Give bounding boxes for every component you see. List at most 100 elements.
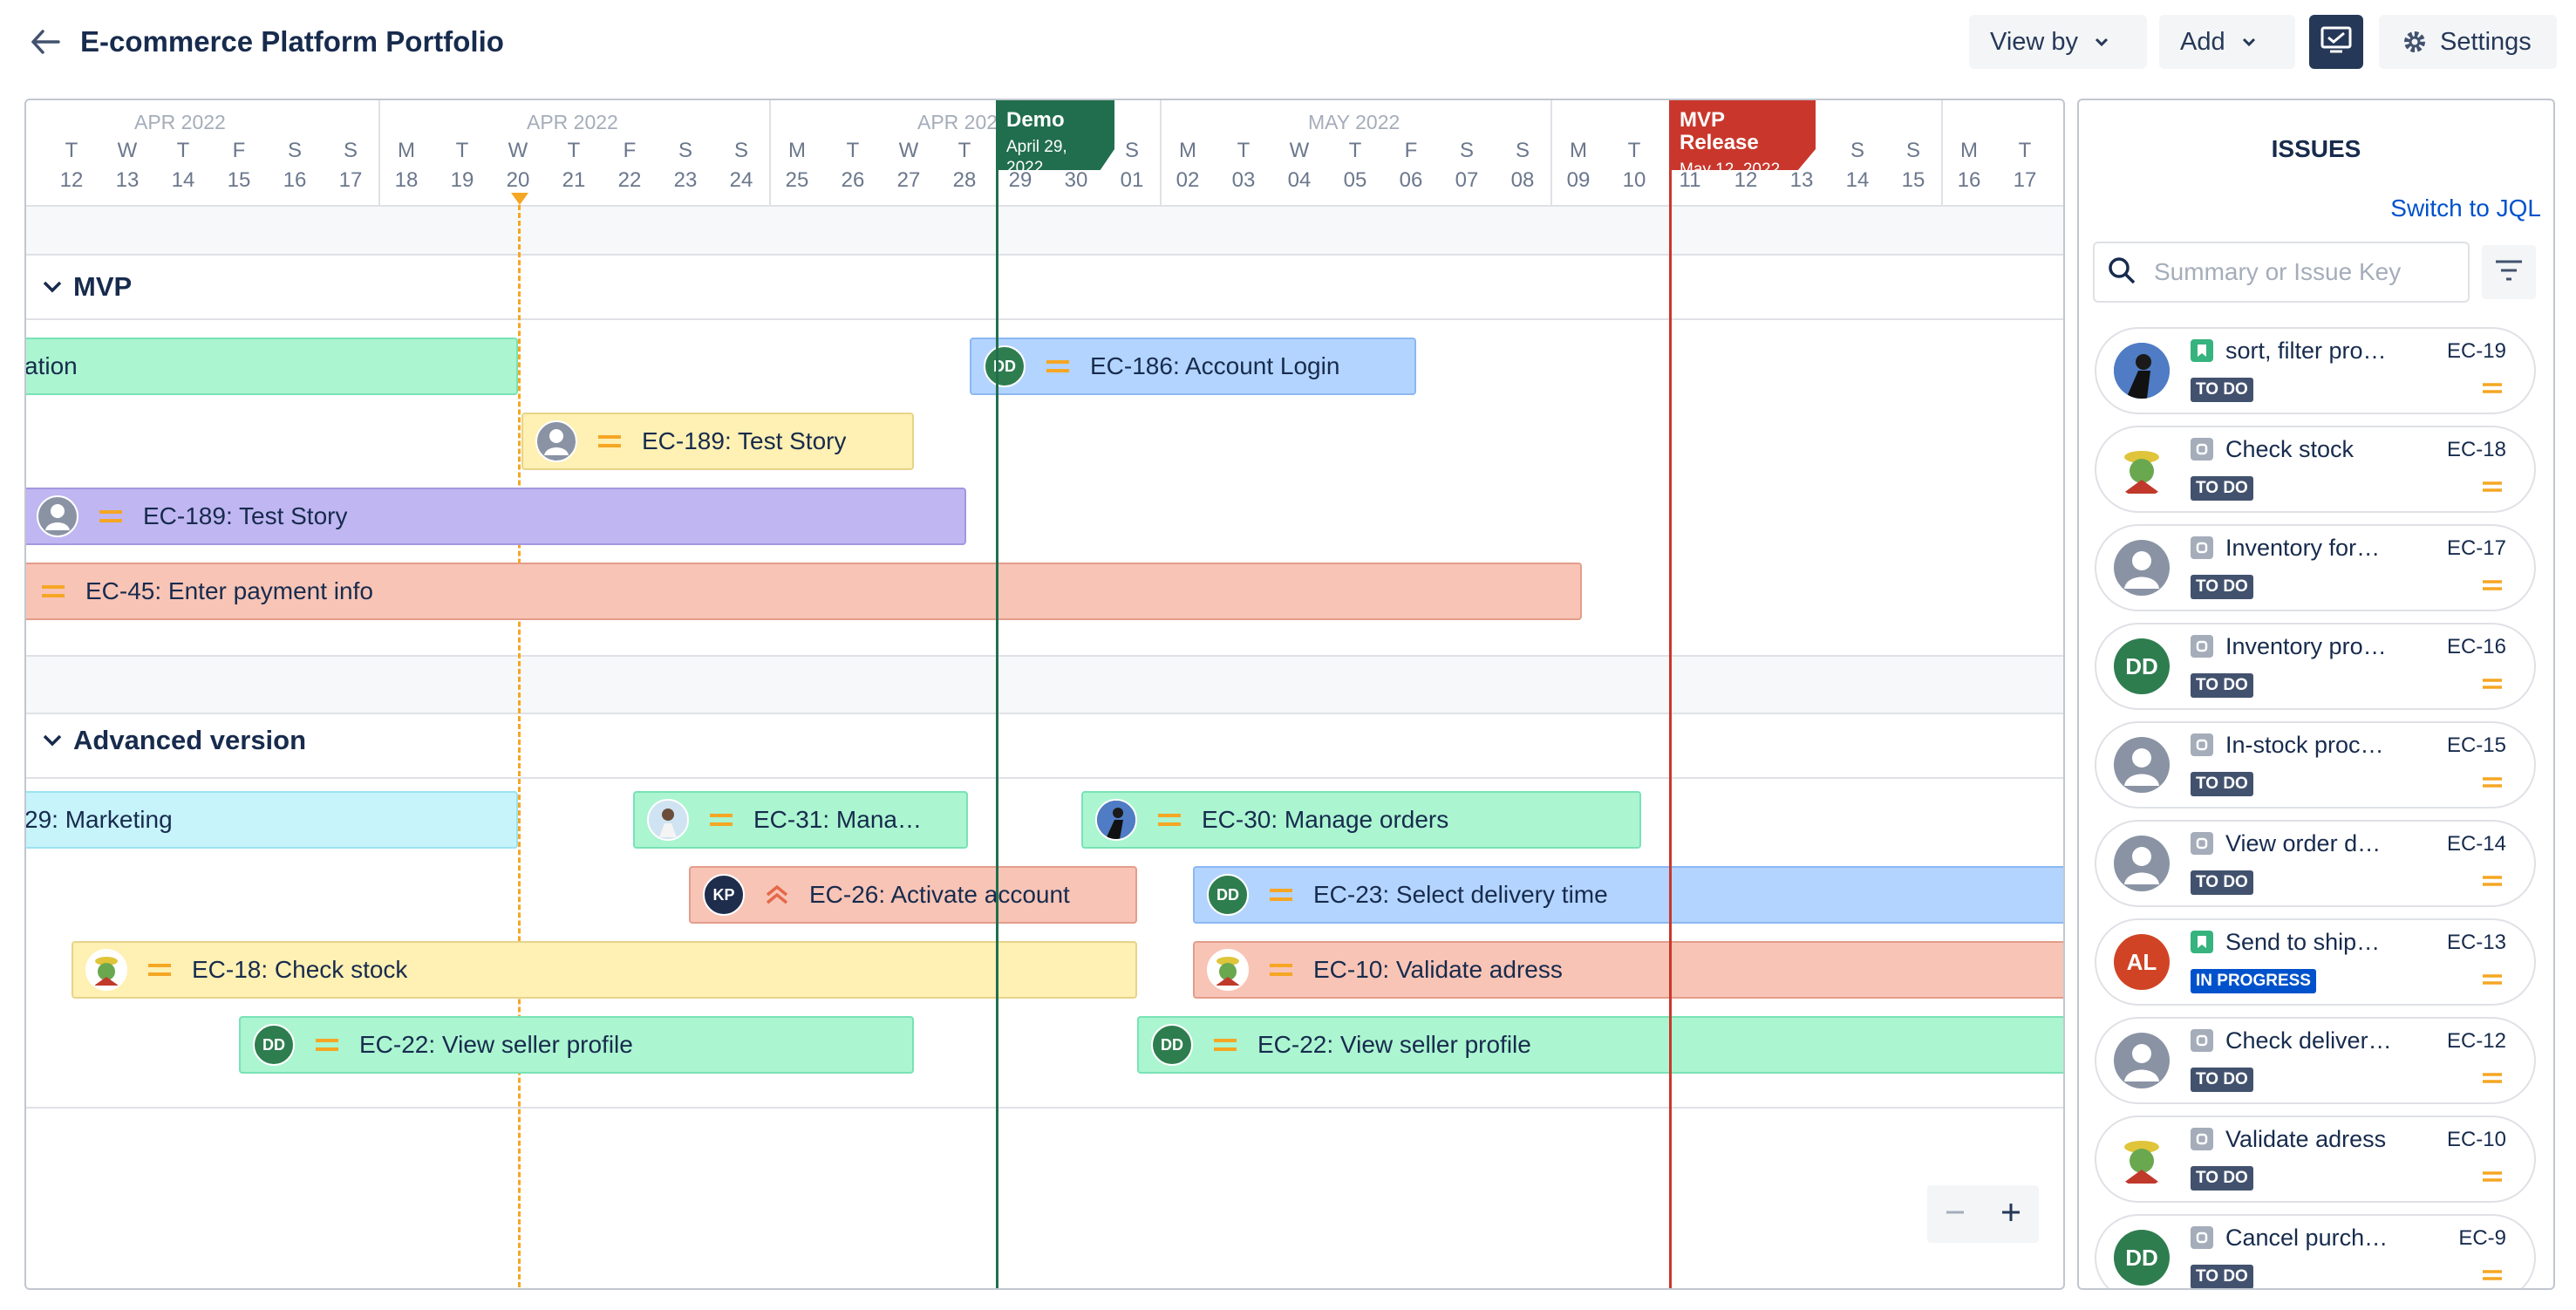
avatar: AL (2114, 934, 2170, 990)
timeline-bar[interactable]: EC-189: Test Story (521, 413, 914, 470)
default-avatar-icon (2114, 737, 2170, 793)
timeline-bar[interactable]: EC-18: Check stock (72, 941, 1137, 999)
status-badge: TO DO (2191, 1166, 2253, 1191)
timeline-bar[interactable]: DD EC-22: View seller profile (1137, 1016, 2063, 1074)
issue-key: EC-14 (2446, 832, 2506, 856)
bar-label: EC-23: Select delivery time (1313, 881, 1608, 908)
mvp-marker-flag[interactable]: MVP Release May 12, 2022 (1669, 100, 1816, 170)
priority-medium-icon (2482, 775, 2503, 794)
day-letter: T (2018, 139, 2032, 162)
timeline-bar[interactable]: KP EC-26: Activate account (689, 866, 1137, 924)
zoom-out-button[interactable] (1927, 1185, 1983, 1243)
timeline-bar[interactable]: EC-45: Enter payment info (26, 563, 1582, 620)
status-badge: IN PROGRESS (2191, 969, 2316, 993)
timeline-bar[interactable]: EC-31: Mana… (633, 791, 968, 849)
zoom-in-button[interactable] (1983, 1185, 2039, 1243)
bar-label: EC-22: View seller profile (1257, 1031, 1531, 1058)
priority-medium-icon (147, 961, 173, 979)
timeline-bar[interactable]: ation (26, 338, 518, 395)
issue-key: EC-9 (2458, 1226, 2506, 1250)
timeline-bar[interactable]: EC-189: Test Story (26, 488, 966, 545)
month-label: APR 2022 (527, 111, 618, 133)
search-box[interactable] (2093, 242, 2470, 303)
status-badge: TO DO (2191, 772, 2253, 796)
bar-label: EC-18: Check stock (192, 956, 408, 983)
add-button[interactable]: Add (2159, 15, 2295, 69)
monitor-icon (2320, 25, 2353, 59)
week-separator (378, 100, 380, 205)
avatar: DD (253, 1024, 295, 1066)
priority-medium-icon (1268, 886, 1294, 904)
photo-avatar-icon (1095, 799, 1137, 841)
month-label: MAY 2022 (1308, 111, 1400, 133)
day-letter: M (1179, 139, 1196, 162)
week-separator (769, 100, 771, 205)
day-number: 07 (1455, 168, 1479, 192)
gear-icon (2402, 29, 2428, 55)
timeline-bar[interactable]: DD EC-22: View seller profile (239, 1016, 914, 1074)
timeline-bar[interactable]: EC-30: Manage orders (1081, 791, 1641, 849)
day-letter: T (567, 139, 581, 162)
priority-medium-icon (2482, 1170, 2503, 1188)
priority-medium-icon (40, 583, 66, 600)
priority-high-icon (764, 884, 790, 905)
settings-label: Settings (2440, 27, 2532, 56)
priority-medium-icon (2482, 578, 2503, 597)
timeline-bar[interactable]: EC-10: Validate adress (1193, 941, 2063, 999)
day-letter: W (1289, 139, 1310, 162)
priority-medium-icon (1045, 358, 1071, 375)
day-letter: T (1627, 139, 1641, 162)
week-separator (1941, 100, 1943, 205)
avatar: DD (1151, 1024, 1193, 1066)
group-header-advanced[interactable]: Advanced version (42, 725, 306, 756)
day-number: 01 (1120, 168, 1144, 192)
priority-medium-icon (2482, 381, 2503, 399)
day-letter: S (1905, 139, 1920, 162)
timeline-view-button[interactable] (2309, 15, 2363, 69)
timeline-bar[interactable]: 29: Marketing (26, 791, 518, 849)
day-letter: T (957, 139, 971, 162)
day-number: 20 (506, 168, 530, 192)
demo-marker-line (996, 100, 998, 1288)
search-input[interactable] (2152, 257, 2452, 287)
timeline-bar[interactable]: DD EC-186: Account Login (970, 338, 1416, 395)
issue-summary: Inventory pro… (2225, 633, 2387, 659)
group-header-mvp[interactable]: MVP (42, 271, 132, 303)
back-arrow-icon[interactable] (24, 21, 66, 63)
filter-button[interactable] (2482, 245, 2536, 299)
avatar: DD (984, 345, 1026, 387)
day-number: 10 (1622, 168, 1646, 192)
issue-key: EC-10 (2446, 1128, 2506, 1151)
status-badge: TO DO (2191, 378, 2253, 402)
week-separator (1160, 100, 1162, 205)
day-letter: F (232, 139, 246, 162)
cartoon-avatar-icon (2114, 1131, 2170, 1187)
demo-marker-flag[interactable]: Demo April 29, 2022 (996, 100, 1114, 170)
day-letter: M (788, 139, 806, 162)
day-number: 27 (896, 168, 921, 192)
timeline-bar[interactable]: DD EC-23: Select delivery time (1193, 866, 2063, 924)
day-number: 05 (1343, 168, 1367, 192)
view-by-button[interactable]: View by (1969, 15, 2147, 69)
zoom-controls (1927, 1185, 2039, 1243)
view-by-label: View by (1990, 27, 2079, 56)
issue-summary: Send to ship… (2225, 929, 2381, 955)
issue-summary: View order d… (2225, 830, 2382, 856)
bar-label: EC-189: Test Story (143, 502, 348, 529)
switch-to-jql-link[interactable]: Switch to JQL (2390, 194, 2541, 222)
default-avatar-icon (2114, 1033, 2170, 1088)
settings-button[interactable]: Settings (2379, 15, 2557, 69)
status-badge: TO DO (2191, 476, 2253, 501)
day-letter: S (1515, 139, 1530, 162)
